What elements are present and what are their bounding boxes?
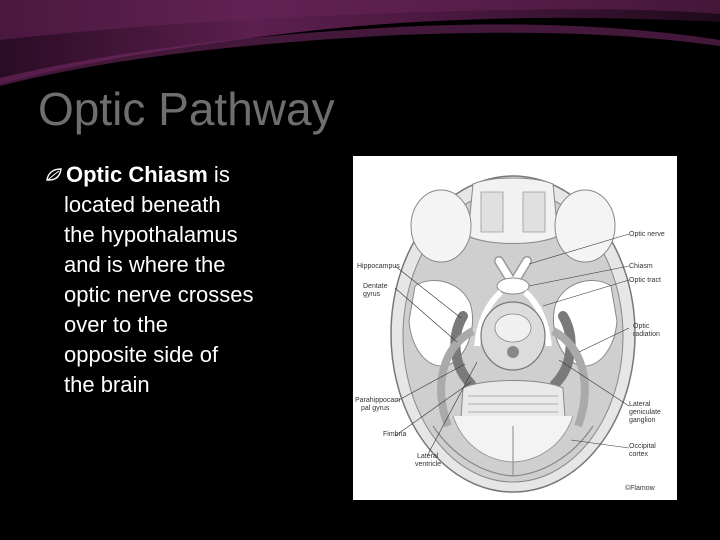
label-gyrus: gyrus xyxy=(363,291,381,298)
bullet-line: opposite side of xyxy=(64,342,219,367)
label-lateral-left: Lateral xyxy=(417,453,439,460)
label-optic: Optic xyxy=(633,323,650,330)
label-fimbria: Fimbria xyxy=(383,431,406,438)
figure-credit: ©Flamow xyxy=(625,484,656,492)
right-orbit xyxy=(554,189,616,263)
bold-term: Optic Chiasm xyxy=(66,162,208,187)
bullet-line: and is where the xyxy=(64,252,226,277)
label-optic-tract: Optic tract xyxy=(629,277,661,284)
label-parahippocam: Parahippocam xyxy=(355,397,400,404)
bullet-line: the brain xyxy=(64,372,150,397)
label-geniculate: geniculate xyxy=(629,409,661,416)
bullet-line: over to the xyxy=(64,312,168,337)
label-hippocampus: Hippocampus xyxy=(357,263,400,270)
bullet-paragraph: Optic Chiasm is located beneath the hypo… xyxy=(44,160,304,400)
right-optic-tract xyxy=(522,289,552,347)
left-orbit xyxy=(410,189,472,263)
slide-title: Optic Pathway xyxy=(38,83,335,135)
label-pal-gyrus: pal gyrus xyxy=(361,405,390,412)
leader-lines xyxy=(394,233,630,457)
bullet-line: located beneath xyxy=(64,192,221,217)
leaf-bullet-icon xyxy=(46,168,62,181)
left-optic-tract xyxy=(474,289,504,347)
brain-diagram-figure: Optic nerve Chiasm Optic tract Optic rad… xyxy=(353,156,677,500)
label-optic-nerve: Optic nerve xyxy=(629,231,665,238)
right-optic-radiation xyxy=(551,327,589,428)
brain-diagram: Optic nerve Chiasm Optic tract Optic rad… xyxy=(355,175,665,493)
label-ventricle: ventricle xyxy=(415,461,441,468)
left-optic-radiation xyxy=(437,327,475,428)
label-ganglion: ganglion xyxy=(629,417,656,424)
label-lateral: Lateral xyxy=(629,401,651,408)
label-dentate: Dentate xyxy=(363,283,388,290)
bullet-line: optic nerve crosses xyxy=(64,282,254,307)
label-chiasm: Chiasm xyxy=(629,263,653,270)
chiasm xyxy=(496,277,530,295)
label-cortex: cortex xyxy=(629,451,649,458)
label-radiation: radiation xyxy=(633,331,660,338)
term-suffix: is xyxy=(207,162,230,187)
bullet-line: the hypothalamus xyxy=(64,222,238,247)
label-occipital: Occipital xyxy=(629,443,656,450)
decorative-banner xyxy=(0,0,720,86)
bullet-line-1: Optic Chiasm is xyxy=(44,162,230,187)
